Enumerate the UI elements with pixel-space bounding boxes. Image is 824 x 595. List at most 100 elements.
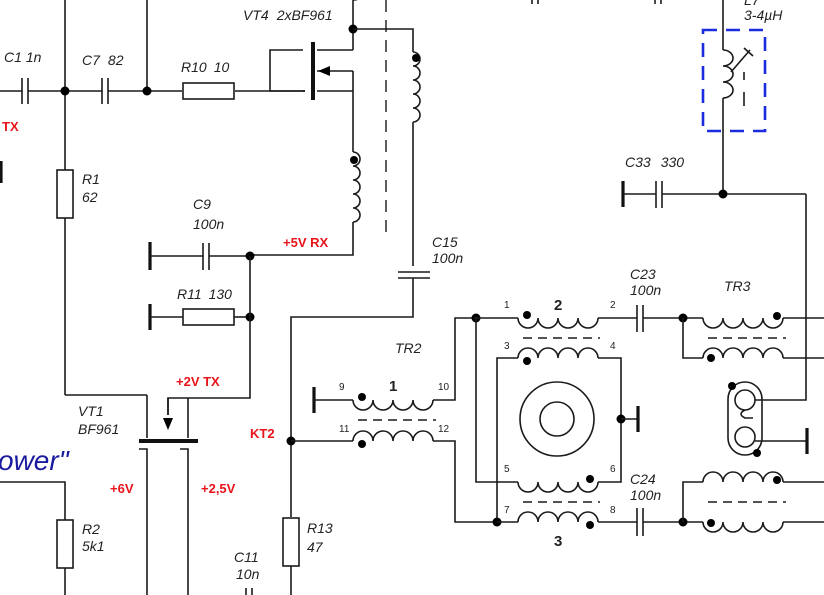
tr3-winding-bottom-a <box>702 471 784 483</box>
junction-dot <box>142 86 152 96</box>
toroid-core-outer <box>519 381 595 457</box>
junction-dot <box>718 189 728 199</box>
net-label-tx: TX <box>2 119 19 134</box>
tr2-winding-5-6 <box>517 481 599 493</box>
tr2-winding-3 <box>517 511 599 523</box>
pin-1: 1 <box>504 300 510 311</box>
capacitor-c7 <box>101 78 109 104</box>
loop-turn <box>734 389 756 411</box>
pin-4: 4 <box>610 341 616 352</box>
capacitor-c11 <box>245 588 253 595</box>
vt1-value: BF961 <box>78 421 119 437</box>
resistor-r1 <box>56 169 74 219</box>
pin-8: 8 <box>610 505 616 516</box>
polarity-dot <box>523 357 531 365</box>
polarity-dot <box>728 382 736 390</box>
wire <box>682 481 703 522</box>
r1-value: 62 <box>82 189 98 205</box>
c15-ref: C15 <box>432 234 458 250</box>
pin-12: 12 <box>438 424 450 435</box>
wire-input <box>0 0 305 396</box>
wire <box>167 256 251 415</box>
r1-ref: R1 <box>82 171 100 187</box>
tr2-winding-1-number: 1 <box>389 378 397 395</box>
net-label-2-5v: +2,5V <box>201 481 236 496</box>
l7-value: 3-4µH <box>744 7 783 23</box>
polarity-dot <box>586 475 594 483</box>
pin-6: 6 <box>610 464 616 475</box>
r2-value: 5k1 <box>82 538 105 554</box>
polarity-dot <box>707 354 715 362</box>
r13-ref: R13 <box>307 520 333 536</box>
wire <box>433 440 497 523</box>
inductor-coil-left <box>352 151 361 223</box>
c24-ref: C24 <box>630 471 656 487</box>
capacitor-c24 <box>636 508 644 536</box>
polarity-dot <box>586 521 594 529</box>
resistor-r2 <box>56 519 74 569</box>
c9-ref: C9 <box>193 196 211 212</box>
c23-ref: C23 <box>630 266 656 282</box>
net-label-kt2: KT2 <box>250 426 275 441</box>
pin-9: 9 <box>339 382 345 393</box>
transistor-vt4 <box>269 0 354 152</box>
tr3-winding-bottom-b <box>702 521 784 533</box>
c24-value: 100n <box>630 487 661 503</box>
polarity-dot <box>773 312 781 320</box>
pin-5: 5 <box>504 464 510 475</box>
junction-dot <box>60 86 70 96</box>
tuning-slug-arrow <box>730 49 751 73</box>
binocular-core <box>727 381 763 456</box>
wire <box>290 278 414 517</box>
inductor-l7 <box>722 49 734 99</box>
toroid-core-inner <box>539 401 575 437</box>
pin-2: 2 <box>610 300 616 311</box>
net-label-2v-tx: +2V TX <box>176 374 220 389</box>
wire <box>475 318 518 483</box>
polarity-dot <box>753 449 761 457</box>
tr2-winding-secondary <box>352 430 434 442</box>
tr2-winding-2 <box>517 317 599 329</box>
wire <box>353 28 414 52</box>
c11-value: 10n <box>236 566 260 582</box>
tr3-label: TR3 <box>724 278 751 294</box>
transistor-vt1 <box>139 395 198 595</box>
polarity-dot <box>412 54 420 62</box>
l7-ref: L7 <box>744 0 761 8</box>
pin-3: 3 <box>504 341 510 352</box>
tr2-label: TR2 <box>395 340 422 356</box>
c9-value: 100n <box>193 216 224 232</box>
net-label-5v-rx: +5V RX <box>283 235 328 250</box>
annotation-text: ower" <box>0 445 70 476</box>
wire <box>433 317 474 401</box>
wire <box>755 194 807 401</box>
tr3-winding-top-a <box>702 317 784 329</box>
tr2-winding-3-number: 3 <box>554 533 562 550</box>
net-label-6v: +6V <box>110 481 134 496</box>
capacitor-c1 <box>21 78 29 104</box>
c23-value: 100n <box>630 282 661 298</box>
tr2-winding-2-number: 2 <box>554 297 562 314</box>
vt1-ref: VT1 <box>78 403 104 419</box>
resistor-r13 <box>282 517 300 567</box>
tr3-winding-top-b <box>702 347 784 359</box>
capacitor-c23 <box>636 305 644 332</box>
pin-11: 11 <box>339 424 350 435</box>
polarity-dot <box>358 393 366 401</box>
loop-turn <box>734 426 756 448</box>
tuning-slug-arrow <box>743 47 754 57</box>
capacitor-c9 <box>202 243 210 270</box>
shield-can <box>701 28 767 133</box>
tr2-winding-3-4 <box>517 347 599 359</box>
c15-value: 100n <box>432 250 463 266</box>
capacitor-c33 <box>655 181 663 208</box>
wire <box>682 318 703 359</box>
polarity-dot <box>350 156 358 164</box>
